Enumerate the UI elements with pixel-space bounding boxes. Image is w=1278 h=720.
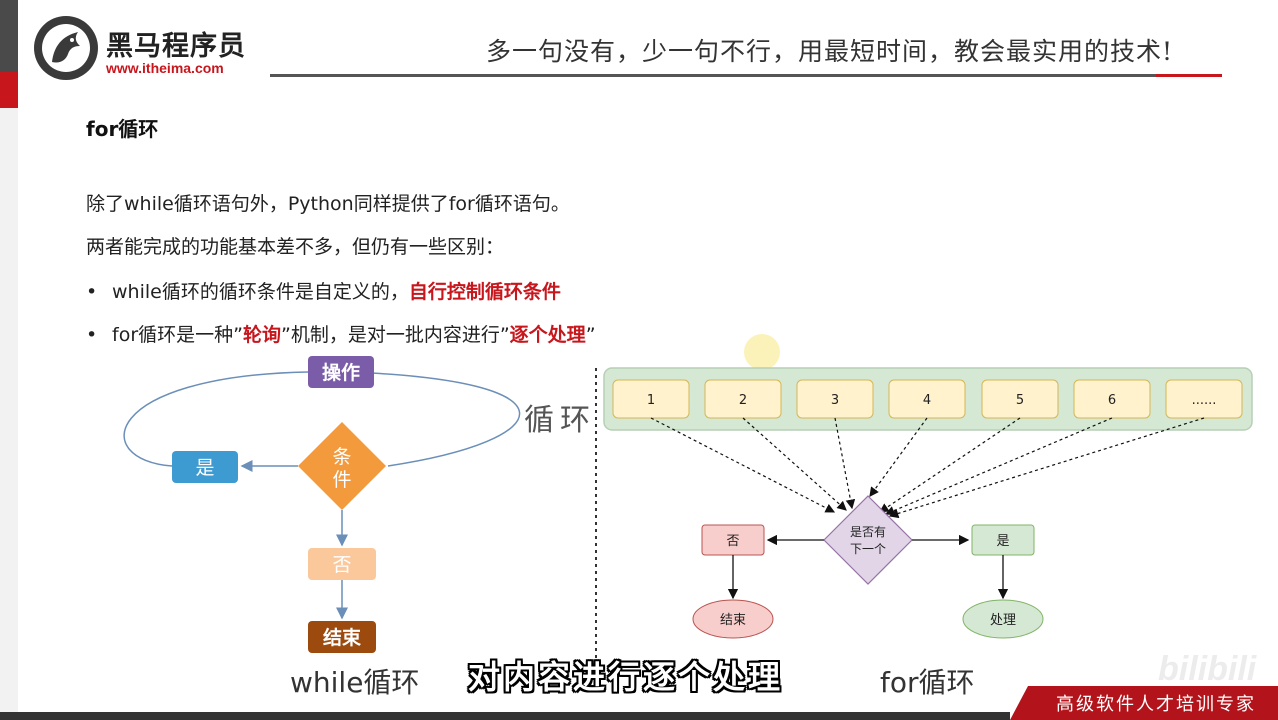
action-box [308, 356, 374, 388]
bullet-text: for循环是一种” [112, 324, 243, 346]
loop-arrow [346, 366, 521, 467]
bullet-highlight-2: 逐个处理 [509, 324, 586, 346]
no-label: 否 [332, 554, 351, 576]
action-label: 操作 [322, 361, 360, 384]
item-label: 4 [923, 393, 931, 408]
bullet-dot: • [86, 324, 98, 346]
item-label: 6 [1108, 393, 1116, 408]
brand-url: www.itheima.com [106, 60, 224, 76]
footer-banner [1010, 686, 1278, 720]
for-diagram: 1 2 3 4 5 6 ...... 是否有 下一个 [603, 334, 1253, 699]
brand-logo: 黑马程序员 www.itheima.com [34, 16, 264, 80]
bullet-text-tail-2: ” [585, 324, 596, 346]
footer-tagline: 高级软件人才培训专家 [1056, 694, 1256, 715]
item-label: 1 [647, 393, 655, 408]
loop-label: 循环 [524, 403, 596, 438]
left-bar-dark [0, 0, 18, 72]
intro-paragraph: 除了while循环语句外，Python同样提供了for循环语句。 [86, 193, 570, 215]
section-title: for循环 [86, 117, 159, 141]
item-label: 3 [831, 393, 839, 408]
end-label: 结束 [323, 626, 362, 649]
horse-logo-icon [34, 16, 98, 80]
decision-diamond [823, 495, 913, 585]
difference-paragraph: 两者能完成的功能基本差不多，但仍有一些区别： [86, 236, 505, 258]
while-diagram: 操作 条 件 是 否 结束 循环 while循环 [123, 356, 596, 699]
condition-label-top: 条 [332, 446, 351, 468]
bottom-strip [0, 712, 1010, 720]
item-cells: 1 2 3 4 5 6 ...... [612, 379, 1243, 419]
for-end-label: 结束 [720, 613, 746, 628]
for-end-ellipse [692, 599, 774, 639]
for-no-label: 否 [726, 534, 739, 549]
bullet-while: • while循环的循环条件是自定义的，自行控制循环条件 [86, 277, 561, 304]
decision-label-1: 是否有 [850, 525, 886, 539]
video-subtitle: 对内容进行逐个处理 [468, 658, 784, 696]
cursor-highlight [744, 334, 780, 370]
item-label: 2 [739, 393, 747, 408]
polling-arrows [650, 417, 1205, 519]
brand-name: 黑马程序员 [106, 31, 246, 62]
left-bar-red [0, 72, 18, 108]
header-divider [270, 74, 1222, 77]
while-caption: while循环 [290, 666, 419, 699]
item-label: ...... [1192, 393, 1217, 408]
for-yes-label: 是 [996, 534, 1009, 549]
yes-box [172, 451, 238, 483]
bullet-highlight: 自行控制循环条件 [408, 281, 561, 303]
bullet-dot: • [86, 281, 98, 303]
process-label: 处理 [990, 613, 1016, 628]
loop-arrow-back [123, 371, 309, 467]
bullet-highlight: 轮询 [242, 324, 281, 346]
bullet-text: while循环的循环条件是自定义的， [112, 281, 409, 303]
for-caption: for循环 [880, 666, 975, 699]
end-box [308, 621, 376, 653]
bullet-text-tail: ”机制，是对一批内容进行” [280, 324, 510, 346]
yes-label: 是 [195, 457, 214, 479]
condition-label-bottom: 件 [332, 469, 351, 491]
decision-label-2: 下一个 [850, 542, 886, 556]
left-decor-bar [0, 0, 18, 720]
bilibili-watermark: bilibili [1158, 650, 1257, 688]
process-ellipse [962, 599, 1044, 639]
item-label: 5 [1016, 393, 1024, 408]
header-slogan: 多一句没有，少一句不行，用最短时间，教会最实用的技术! [486, 37, 1174, 66]
condition-diamond [298, 422, 386, 510]
no-box [308, 548, 376, 580]
bullet-for: • for循环是一种”轮询”机制，是对一批内容进行”逐个处理” [86, 320, 596, 347]
